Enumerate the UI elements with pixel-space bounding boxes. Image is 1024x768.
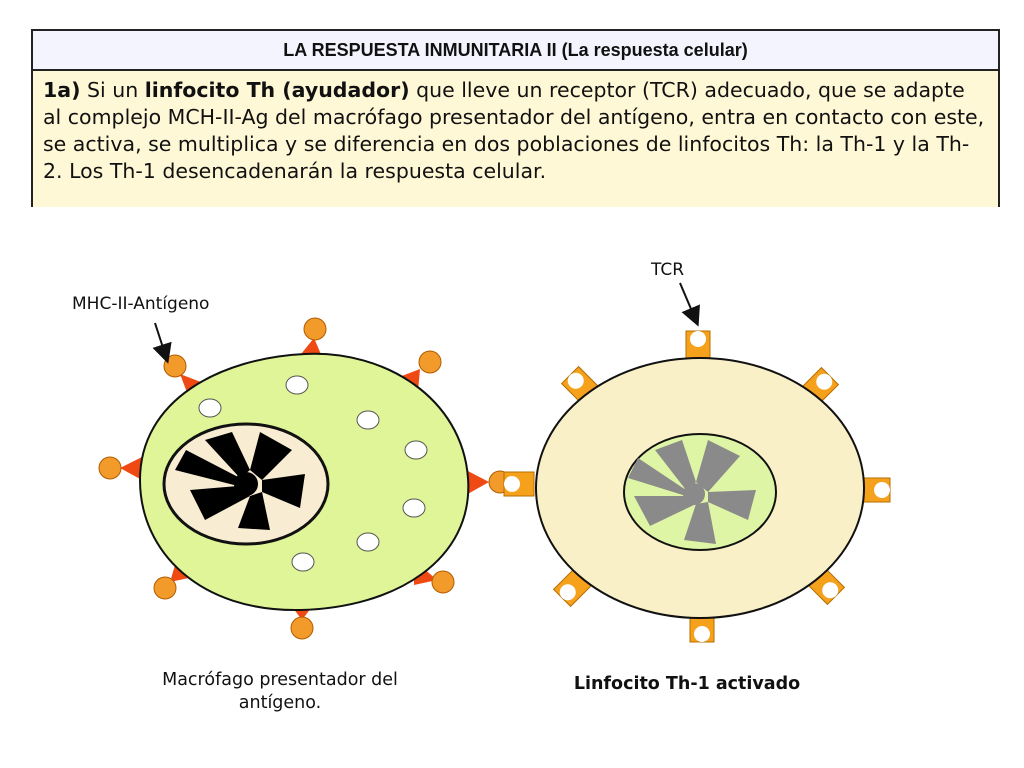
header-text-2: que lleve un receptor (TCR) adecuado, qu… <box>43 78 985 183</box>
lymphocyte-chromatin <box>628 440 756 544</box>
vesicle <box>356 410 380 430</box>
macrophage-caption-line1: Macrófago presentador del <box>162 670 398 690</box>
tcr-pointer-arrow <box>679 282 700 327</box>
macrophage <box>98 317 512 640</box>
tcr-receptor <box>859 477 891 503</box>
vesicle <box>402 498 426 518</box>
tcr-receptor <box>503 471 535 497</box>
tcr-receptors <box>503 330 891 643</box>
mhc-pointer-arrow <box>152 322 172 364</box>
lymphocyte-caption: Linfocito Th-1 activado <box>573 674 801 694</box>
vesicle <box>198 398 222 418</box>
tcr-receptor <box>685 330 711 362</box>
mhc-antigen-complex <box>98 456 142 480</box>
vesicle <box>291 552 315 572</box>
header-title: LA RESPUESTA INMUNITARIA II (La respuest… <box>33 31 998 71</box>
header-text-1: Si un <box>80 78 145 102</box>
header-lead: 1a) <box>43 78 81 102</box>
macrophage-caption-line2: antígeno. <box>238 693 322 713</box>
vesicles <box>198 375 428 572</box>
macrophage-chromatin <box>175 432 305 530</box>
header-bold-term: linfocito Th (ayudador) <box>144 78 410 102</box>
lymphocyte-th1 <box>503 330 891 643</box>
vesicle <box>285 375 309 395</box>
tcr-label: TCR <box>651 260 685 280</box>
mhc-antigen-label: MHC-II-Antígeno <box>72 294 210 314</box>
vesicle <box>404 440 428 460</box>
macrophage-caption: Macrófago presentador del antígeno. <box>130 669 430 715</box>
header-box: LA RESPUESTA INMUNITARIA II (La respuest… <box>31 29 1000 207</box>
header-body: 1a) Si un linfocito Th (ayudador) que ll… <box>33 71 998 207</box>
vesicle <box>356 532 380 552</box>
